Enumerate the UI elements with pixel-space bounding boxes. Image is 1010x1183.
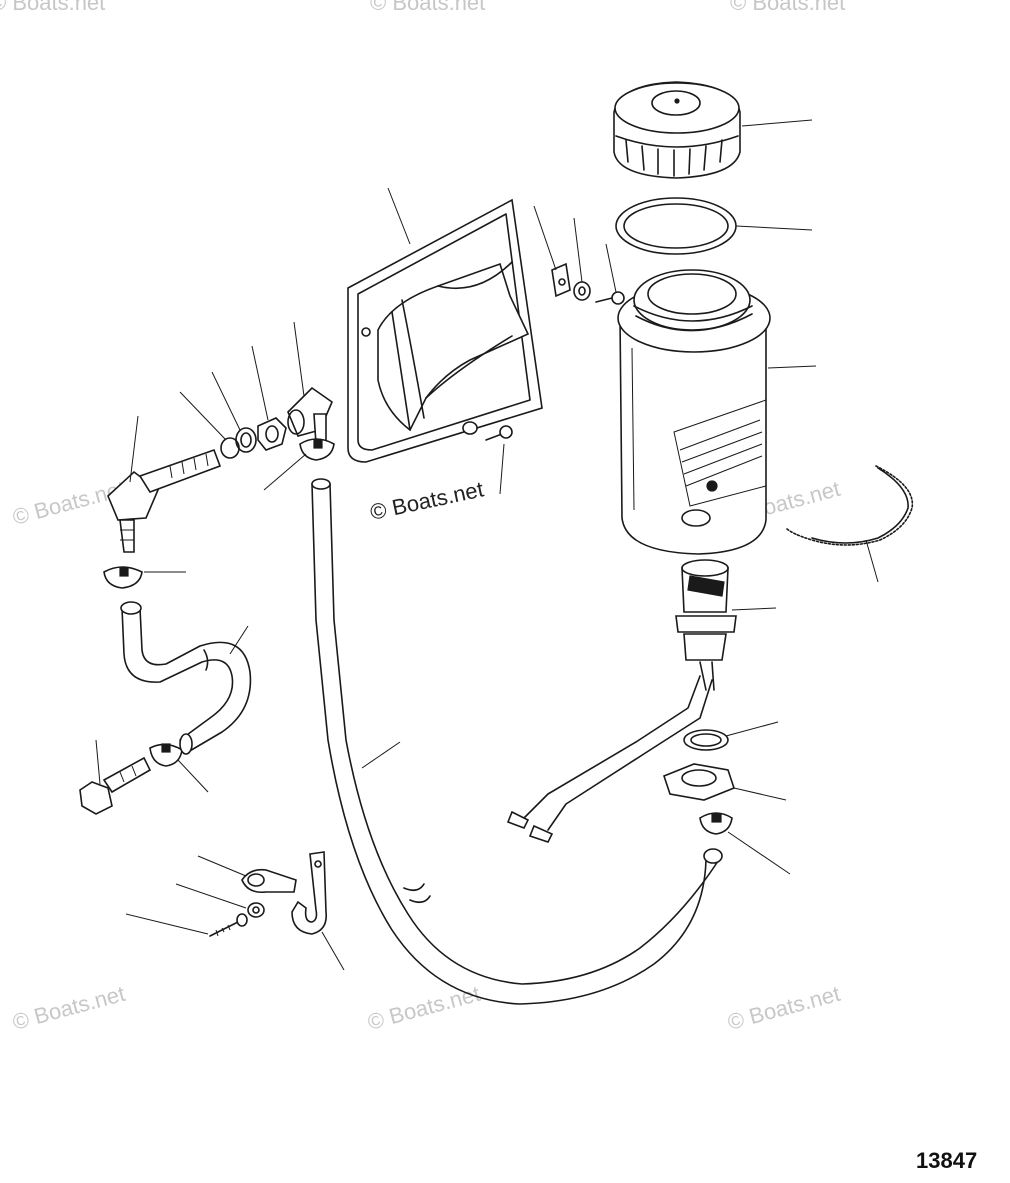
watermark-text: © Boats.net <box>0 0 105 15</box>
watermark-text: © Boats.net <box>725 981 843 1035</box>
hose-clamp <box>699 812 733 835</box>
washer-3 <box>235 427 257 453</box>
screw-20-upper <box>595 291 625 305</box>
clip-18 <box>551 262 571 298</box>
watermark-text: © Boats.net <box>730 0 845 15</box>
hex-nut <box>663 763 735 801</box>
screw-23 <box>209 913 248 937</box>
hose-clamp <box>103 566 143 589</box>
mounting-bracket <box>347 198 543 463</box>
barb-fitting-8 <box>79 756 152 815</box>
washer-19 <box>573 281 591 301</box>
elbow-5 <box>287 386 333 445</box>
leader-lines <box>95 119 879 971</box>
reservoir-bottle <box>617 269 771 555</box>
screw-20-lower <box>485 425 513 441</box>
watermark-text: © Boats.net <box>10 476 128 530</box>
nut-4 <box>257 417 287 451</box>
center-watermark: © Boats.net <box>368 476 486 524</box>
sending-unit <box>675 559 737 691</box>
washer-24 <box>247 902 265 918</box>
watermark-text: © Boats.net <box>10 981 128 1035</box>
watermark-text: © Boats.net <box>370 0 485 15</box>
hose-clamp <box>299 438 335 461</box>
short-hose-7 <box>120 601 252 755</box>
elbow-fitting-1 <box>107 448 222 553</box>
figure-number: 13847 <box>916 1148 977 1173</box>
washer-lower <box>462 421 478 435</box>
reservoir-gasket <box>615 197 737 255</box>
long-hose-7 <box>311 478 723 1005</box>
clip-21 <box>291 851 328 935</box>
hose-clamp <box>149 743 183 767</box>
watermark-text: © Boats.net <box>365 981 483 1035</box>
spiral-wrap <box>785 465 914 546</box>
reservoir-cap <box>613 81 741 179</box>
washer-12-14 <box>683 729 729 751</box>
clamp-22 <box>241 868 297 894</box>
sending-unit-wires <box>506 675 713 843</box>
